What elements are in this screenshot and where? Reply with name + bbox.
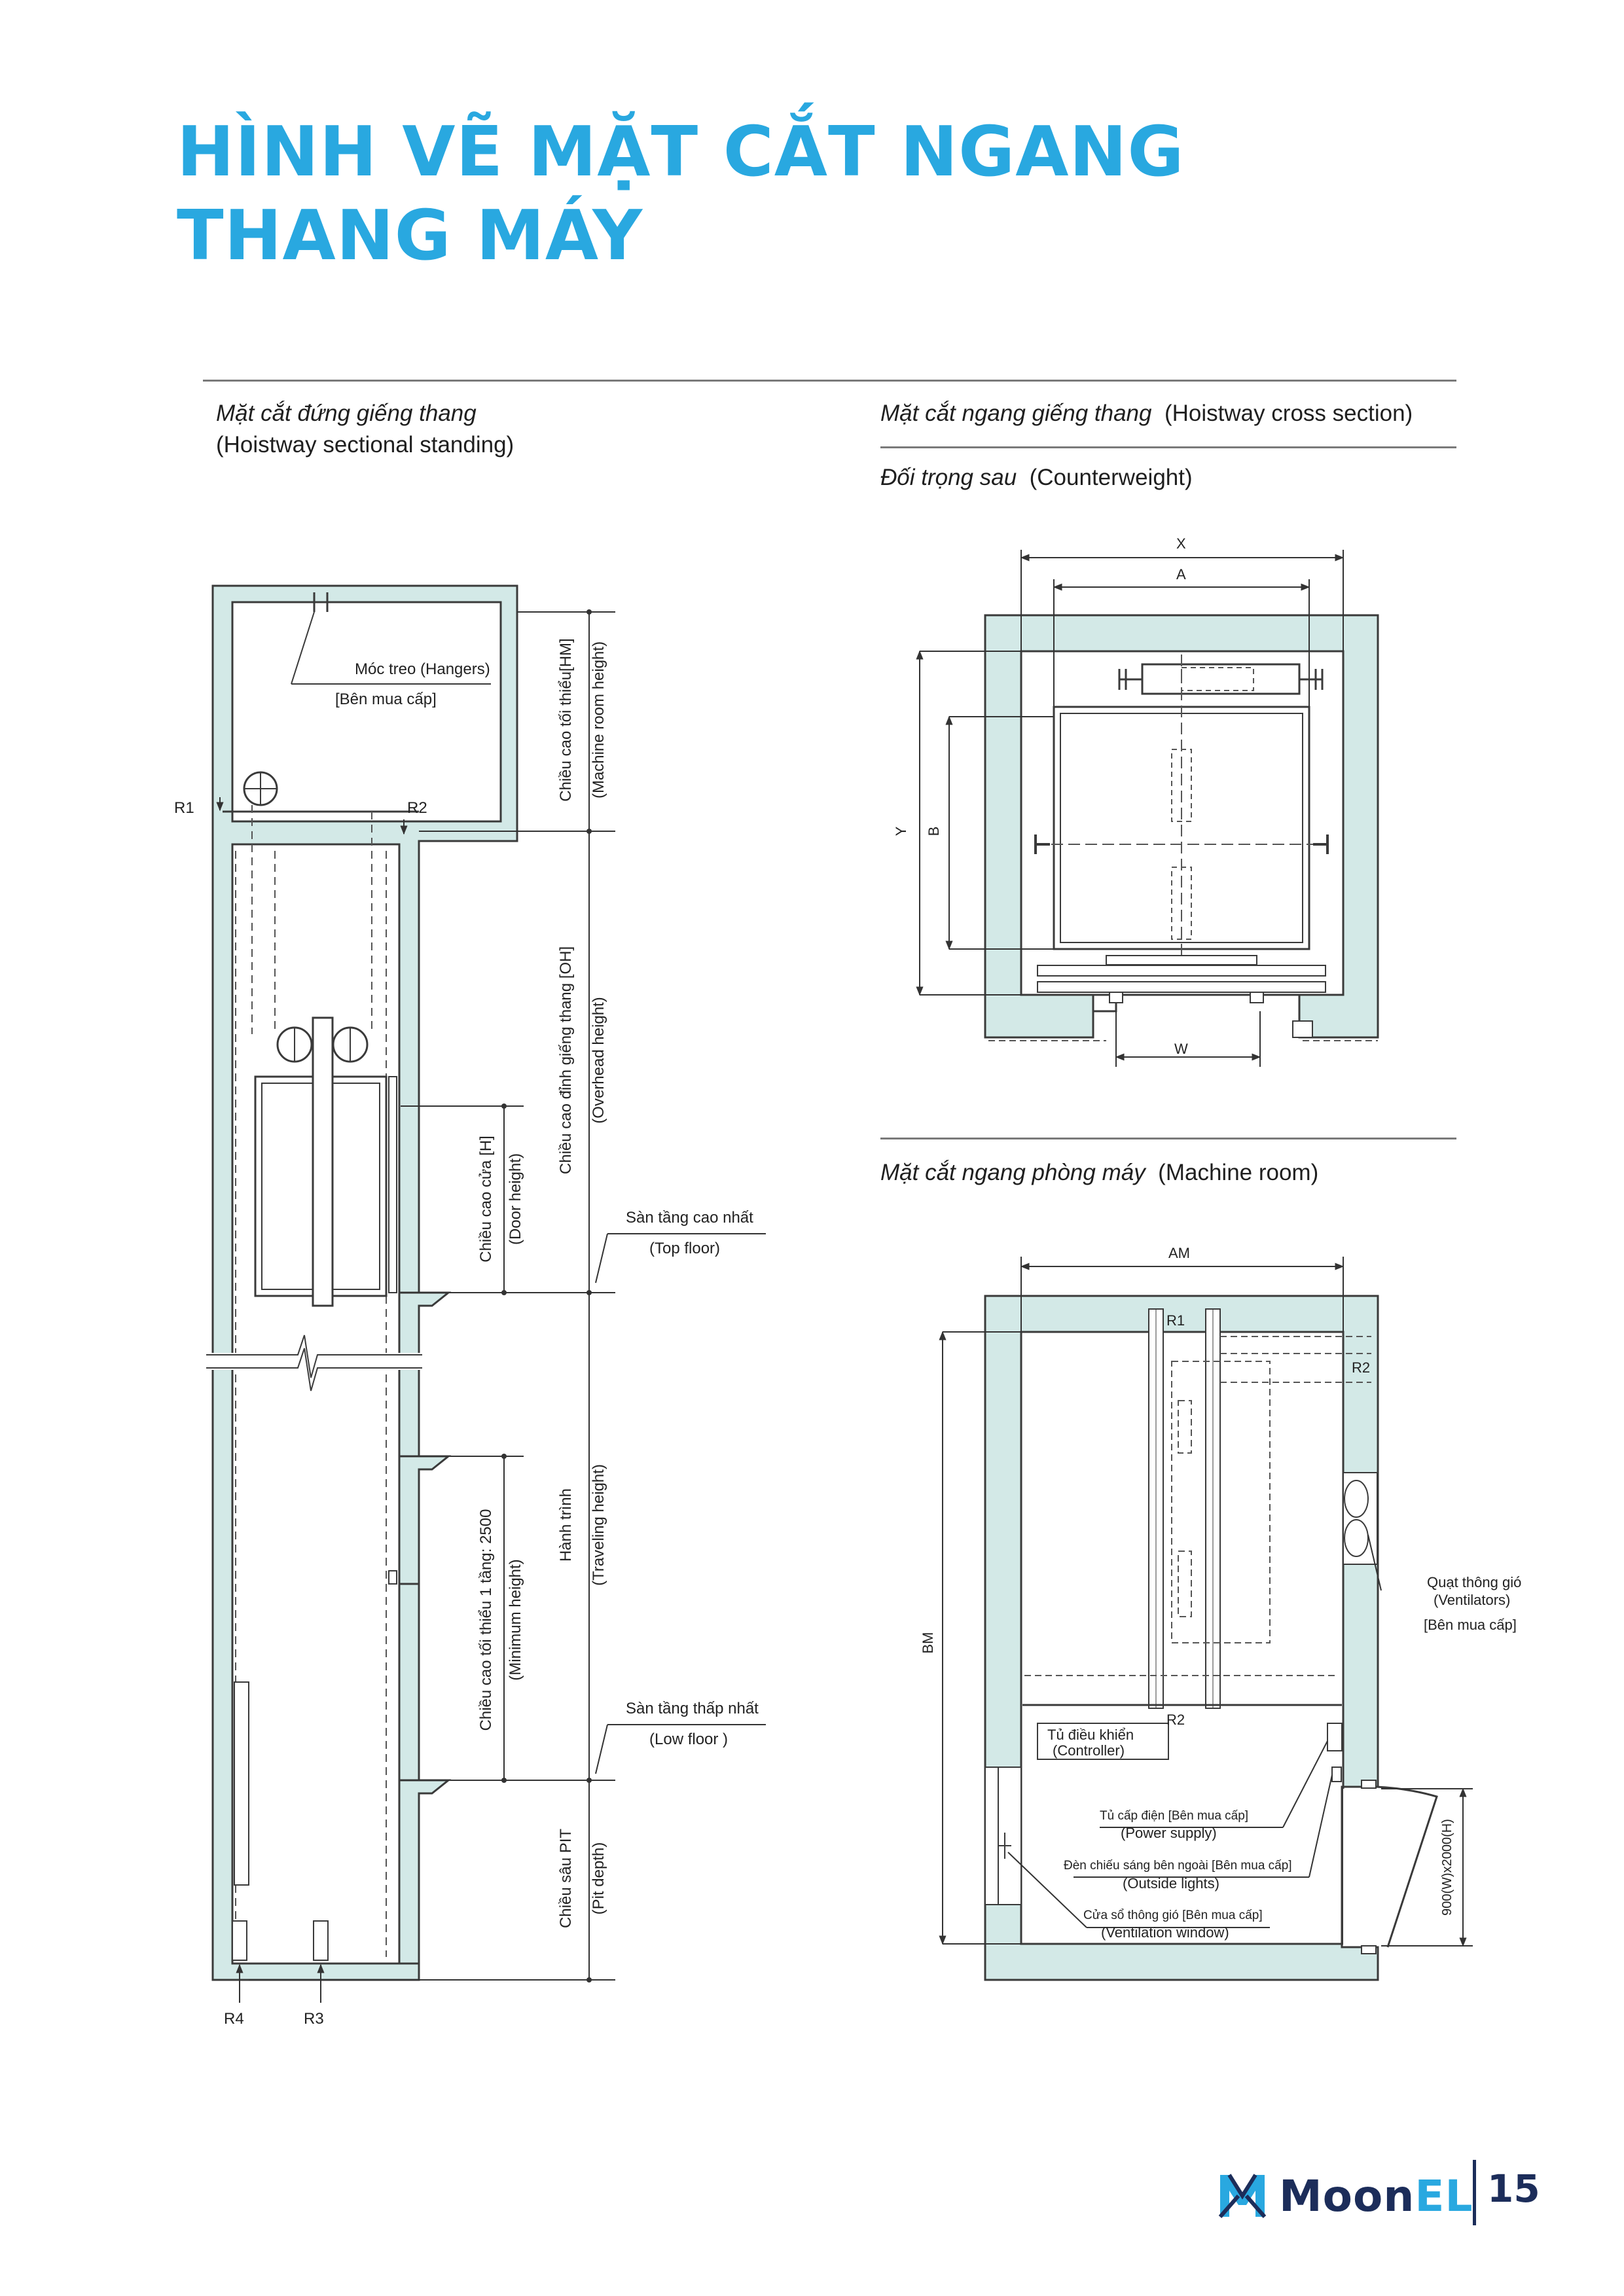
- hoistway-cross-section: X A Y B W: [893, 535, 1379, 1067]
- lights-label-en: (Outside lights): [1123, 1875, 1219, 1892]
- hm-label: Chiều cao tối thiểu[HM]: [557, 638, 575, 801]
- section-right-sub-vi: Đối trọng sau: [880, 465, 1017, 490]
- label-r1: R1: [174, 799, 194, 817]
- pit-label: Chiều sâu PIT: [557, 1829, 575, 1928]
- travel-label: Hành trình: [557, 1488, 575, 1562]
- fans-label: Quạt thông gió: [1427, 1574, 1521, 1590]
- oh-label-en: (Overhead height): [590, 997, 607, 1123]
- fans-buyer-label: [Bên mua cấp]: [1424, 1617, 1517, 1633]
- page-number-separator: [1473, 2160, 1476, 2225]
- label-r4: R4: [224, 2010, 244, 2028]
- machine-r2-right-label: R2: [1352, 1359, 1370, 1376]
- hoistway-section: Móc treo (Hangers) [Bên mua cấp] R1 R2 R…: [174, 584, 766, 2028]
- section-left-heading: Mặt cắt đứng giếng thang (Hoistway secti…: [216, 398, 514, 461]
- machine-room-divider: [880, 1138, 1456, 1139]
- top-divider: [203, 380, 1456, 382]
- power-label-en: (Power supply): [1121, 1825, 1217, 1841]
- floor-slab-mid: [398, 1455, 452, 1585]
- hangers-label: Móc treo (Hangers): [355, 660, 490, 678]
- window-label: Cửa sổ thông gió [Bên mua cấp]: [1083, 1909, 1263, 1922]
- moonel-logo-icon: [1218, 2174, 1267, 2218]
- section-right-sub-heading: Đối trọng sau (Counterweight): [880, 462, 1193, 493]
- brand-logo: MoonEL: [1216, 2160, 1473, 2232]
- top-floor-label-en: (Top floor): [649, 1240, 720, 1257]
- section-left-en: (Hoistway sectional standing): [216, 432, 514, 457]
- travel-label-en: (Traveling height): [590, 1464, 607, 1586]
- lights-label: Đèn chiếu sáng bên ngoài [Bên mua cấp]: [1064, 1859, 1292, 1873]
- power-label: Tủ cấp điện [Bên mua cấp]: [1100, 1809, 1248, 1823]
- window-label-en: (Ventilation window): [1101, 1924, 1229, 1941]
- section-right-bottom-vi: Mặt cắt ngang phòng máy: [880, 1160, 1146, 1185]
- door-size-label: 900(W)x2000(H): [1440, 1819, 1454, 1916]
- machine-r2-bottom-label: R2: [1166, 1712, 1185, 1728]
- page-number: 15: [1487, 2166, 1540, 2211]
- hangers-buyer-label: [Bên mua cấp]: [335, 691, 437, 708]
- section-right-top-heading: Mặt cắt ngang giếng thang (Hoistway cros…: [880, 398, 1413, 429]
- dim-w-label: W: [1174, 1041, 1188, 1057]
- floor-slab-low: [398, 1779, 452, 1965]
- brand-name: MoonEL: [1279, 2171, 1473, 2221]
- pit-label-en: (Pit depth): [590, 1842, 607, 1915]
- low-floor-label: Sàn tầng thấp nhất: [626, 1700, 759, 1717]
- machine-r1-label: R1: [1166, 1312, 1185, 1329]
- machine-room-section: AM BM R1 R2 R2 Quạt thông gió (Ventilato…: [920, 1245, 1521, 1981]
- right-subheading-divider: [880, 446, 1456, 448]
- fans-label-en: (Ventilators): [1434, 1592, 1510, 1608]
- page-title-line1: HÌNH VẼ MẶT CẮT NGANG: [177, 112, 1185, 192]
- oh-label: Chiều cao đỉnh giếng thang [OH]: [557, 946, 575, 1174]
- dim-y-label: Y: [893, 826, 909, 836]
- floor-slab-top: [398, 1291, 452, 1359]
- dim-bm-label: BM: [920, 1632, 936, 1654]
- dim-a-label: A: [1176, 566, 1186, 583]
- dim-x-label: X: [1176, 535, 1186, 552]
- label-r3: R3: [304, 2010, 324, 2028]
- top-floor-label: Sàn tầng cao nhất: [626, 1209, 753, 1227]
- dim-am-label: AM: [1168, 1245, 1190, 1261]
- label-r2: R2: [407, 799, 427, 817]
- section-right-top-vi: Mặt cắt ngang giếng thang: [880, 401, 1152, 426]
- min-height-label: Chiều cao tối thiểu 1 tầng: 2500: [477, 1509, 495, 1731]
- section-right-sub-en: (Counterweight): [1029, 465, 1193, 490]
- controller-label: Tủ điều khiển: [1047, 1727, 1134, 1743]
- door-height-label: Chiều cao cửa [H]: [477, 1136, 495, 1263]
- brand-name-b: EL: [1415, 2170, 1473, 2221]
- page-title-line2: THANG MÁY: [177, 196, 643, 276]
- hm-label-en: (Machine room height): [590, 641, 607, 798]
- section-right-bottom-heading: Mặt cắt ngang phòng máy (Machine room): [880, 1157, 1318, 1189]
- section-right-bottom-en: (Machine room): [1158, 1160, 1319, 1185]
- min-height-label-en: (Minimum height): [507, 1559, 524, 1680]
- dim-b-label: B: [926, 827, 942, 836]
- door-height-label-en: (Door height): [507, 1153, 524, 1245]
- section-left-vi: Mặt cắt đứng giếng thang: [216, 401, 477, 426]
- break-line: [206, 1335, 422, 1391]
- controller-label-en: (Controller): [1053, 1742, 1125, 1759]
- low-floor-label-en: (Low floor ): [649, 1731, 728, 1748]
- brand-name-a: Moon: [1279, 2170, 1415, 2221]
- page-title: HÌNH VẼ MẶT CẮT NGANG THANG MÁY: [177, 110, 1185, 278]
- section-right-top-en: (Hoistway cross section): [1164, 401, 1413, 426]
